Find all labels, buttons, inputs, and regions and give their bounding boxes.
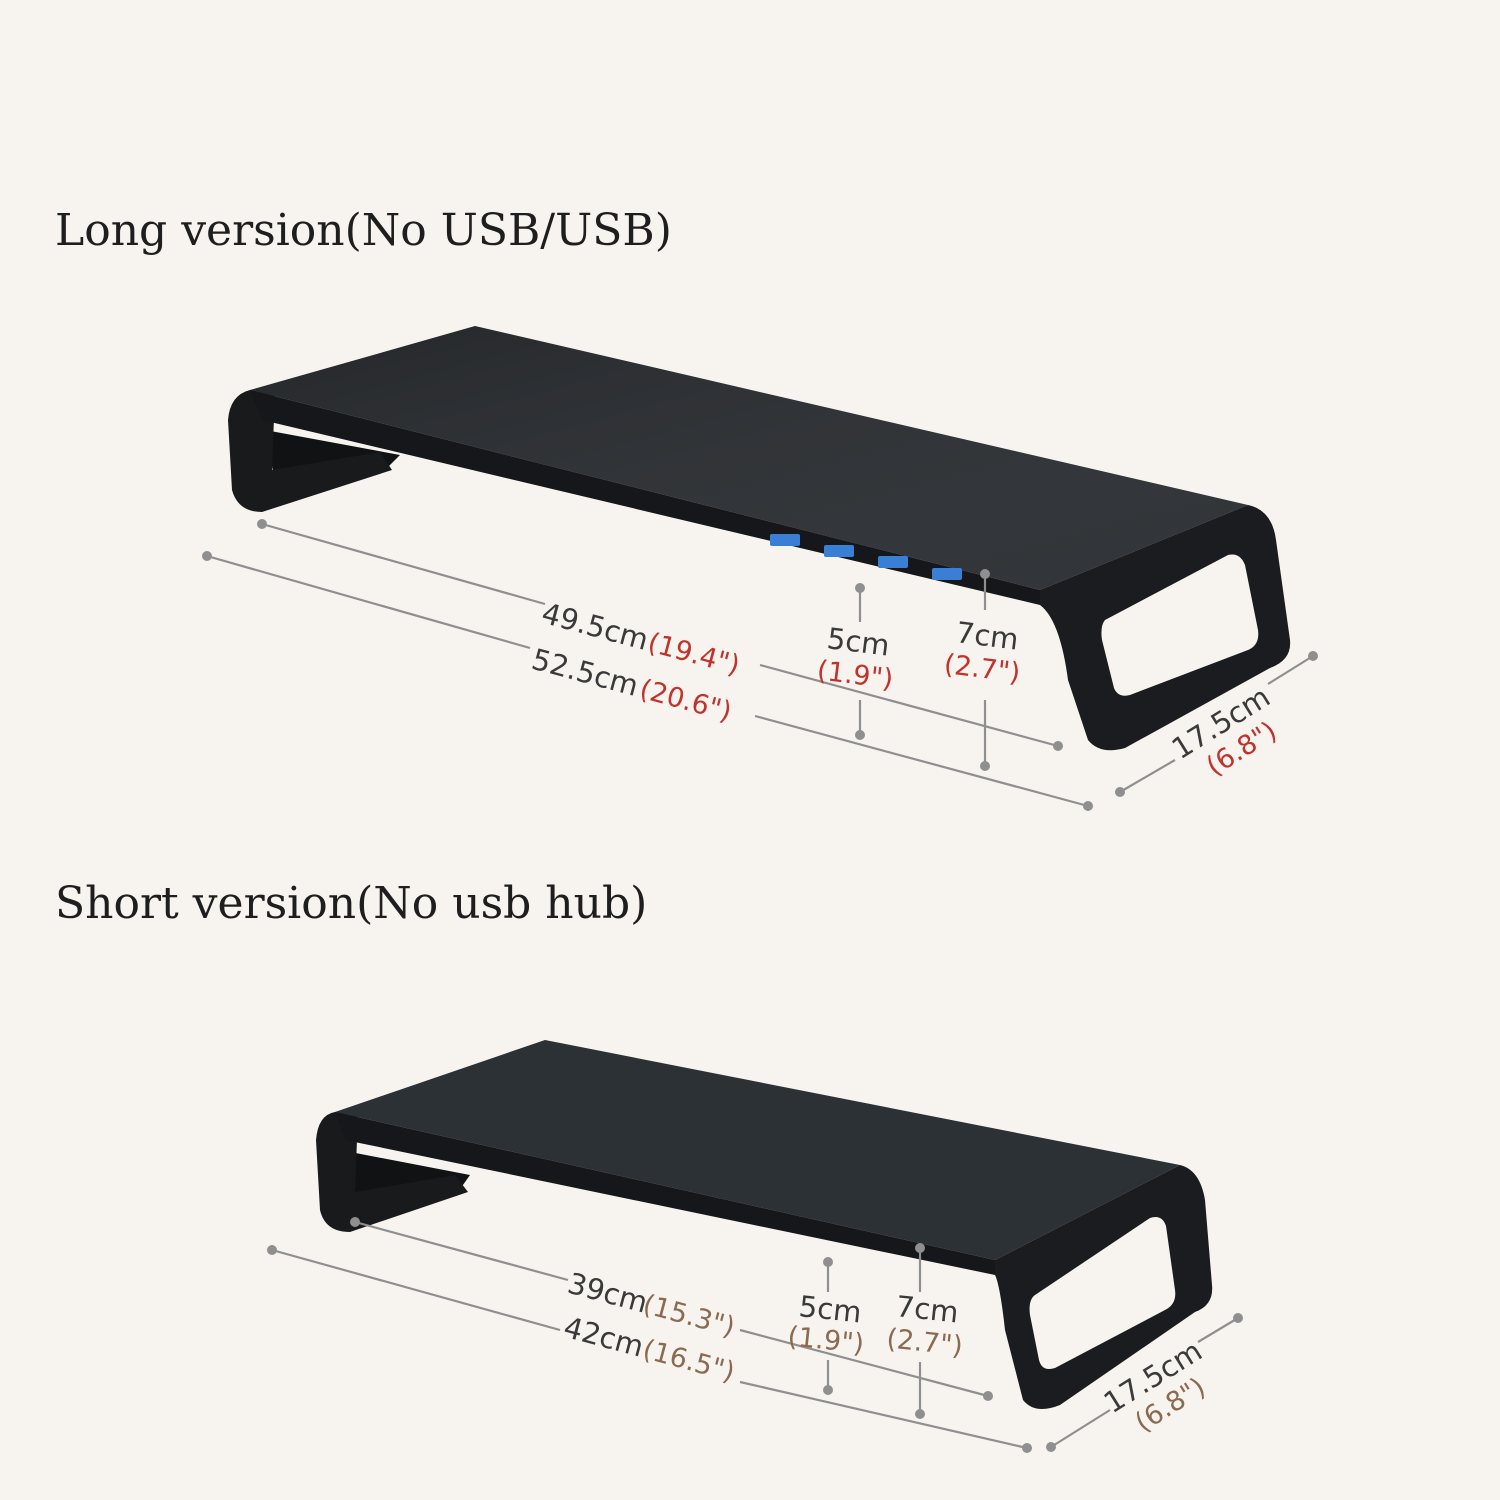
long-outer-length-in: (20.6") bbox=[636, 674, 734, 728]
short-dimension-lines bbox=[267, 1217, 1243, 1453]
short-clearance-cm: 5cm bbox=[797, 1289, 863, 1329]
short-outer-length-cm: 42cm bbox=[560, 1310, 647, 1364]
long-stand-product-image bbox=[228, 326, 1291, 751]
long-inner-length-in: (19.4") bbox=[644, 627, 742, 681]
usb-port-icon bbox=[932, 568, 962, 580]
usb-ports bbox=[770, 534, 962, 580]
usb-port-icon bbox=[770, 534, 800, 546]
short-stand-product-image bbox=[316, 1040, 1213, 1409]
short-height-cm: 7cm bbox=[894, 1289, 960, 1329]
long-version-heading: Long version(No USB/USB) bbox=[55, 205, 672, 256]
long-dimension-lines bbox=[202, 519, 1318, 811]
short-clearance-in: (1.9") bbox=[786, 1321, 865, 1360]
short-outer-length-in: (16.5") bbox=[639, 1334, 737, 1388]
short-version-heading: Short version(No usb hub) bbox=[55, 878, 648, 929]
usb-port-icon bbox=[878, 556, 908, 568]
long-height-cm: 7cm bbox=[954, 615, 1020, 656]
usb-port-icon bbox=[824, 545, 854, 557]
long-clearance-cm: 5cm bbox=[825, 621, 891, 662]
short-height-in: (2.7") bbox=[885, 1323, 964, 1362]
